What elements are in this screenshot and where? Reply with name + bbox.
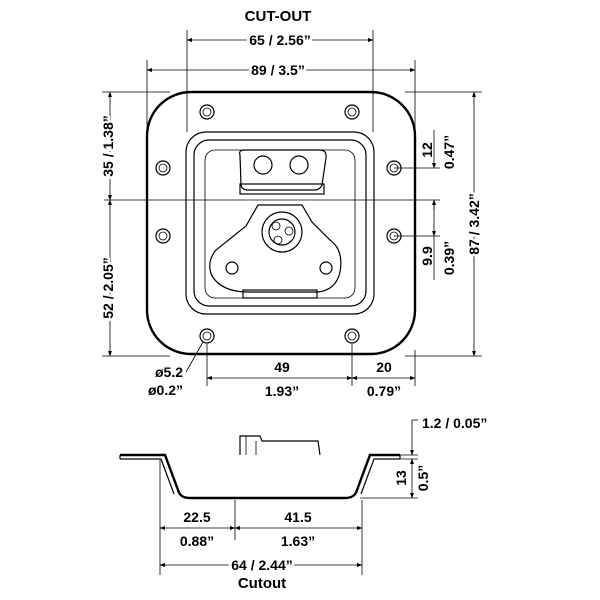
dim-right-99-in: 0.39” bbox=[441, 241, 457, 275]
dim-left-lower: 52 / 2.05” bbox=[100, 257, 116, 319]
dim-side-415-in: 1.63” bbox=[281, 533, 315, 549]
dim-bottom-49-mm: 49 bbox=[274, 359, 290, 375]
side-profile bbox=[120, 453, 400, 500]
dim-side-depth-in: 0.5” bbox=[415, 465, 431, 491]
dim-left-upper: 35 / 1.38” bbox=[100, 115, 116, 177]
hole-bottom-right bbox=[344, 328, 360, 344]
hole-mid-left bbox=[155, 160, 171, 176]
hole-top-right bbox=[344, 104, 360, 120]
dim-side-225-mm: 22.5 bbox=[183, 509, 210, 525]
side-catch bbox=[239, 435, 321, 456]
dim-hole-in: ø0.2” bbox=[148, 382, 183, 398]
dim-cutout-width: 65 / 2.56” bbox=[249, 32, 311, 48]
dim-bottom-49-in: 1.93” bbox=[265, 383, 299, 399]
title-cutout-bottom: Cutout bbox=[238, 575, 286, 592]
catch-keeper bbox=[238, 149, 327, 195]
side-dimensions: 1.2 / 0.05” 13 0.5” 22.5 0.88” 41.5 1.63… bbox=[159, 415, 487, 592]
dim-right-12-in: 0.47” bbox=[441, 135, 457, 169]
dim-side-thickness: 1.2 / 0.05” bbox=[422, 415, 487, 431]
hole-top-left bbox=[199, 104, 215, 120]
dim-side-225-in: 0.88” bbox=[180, 533, 214, 549]
dim-side-depth-mm: 13 bbox=[393, 470, 409, 486]
dim-right-99-mm: 9.9 bbox=[419, 246, 435, 266]
mounting-holes bbox=[155, 104, 402, 344]
recess-floor bbox=[204, 149, 356, 299]
outer-plate bbox=[145, 90, 417, 356]
dim-hole-mm: ø5.2 bbox=[155, 364, 183, 380]
top-dimensions: CUT-OUT 65 / 2.56” 89 / 3.5” 35 / 1.38” … bbox=[98, 8, 485, 399]
dim-right-12-mm: 12 bbox=[419, 142, 435, 158]
butterfly-handle bbox=[209, 204, 342, 299]
hole-bottom-left bbox=[199, 328, 215, 344]
dim-bottom-20-in: 0.79” bbox=[367, 383, 401, 399]
dim-side-415-mm: 41.5 bbox=[284, 509, 311, 525]
recess-outline bbox=[185, 131, 375, 315]
hole-low-left bbox=[155, 228, 171, 244]
dim-overall-width: 89 / 3.5” bbox=[251, 62, 305, 78]
dim-bottom-20-mm: 20 bbox=[376, 359, 392, 375]
dim-side-total: 64 / 2.44” bbox=[231, 557, 293, 573]
dim-right-total: 87 / 3.42” bbox=[466, 193, 482, 255]
recess-inner bbox=[193, 139, 367, 307]
side-view bbox=[119, 435, 401, 500]
title-cutout-top: CUT-OUT bbox=[245, 8, 312, 25]
top-view bbox=[104, 90, 440, 356]
